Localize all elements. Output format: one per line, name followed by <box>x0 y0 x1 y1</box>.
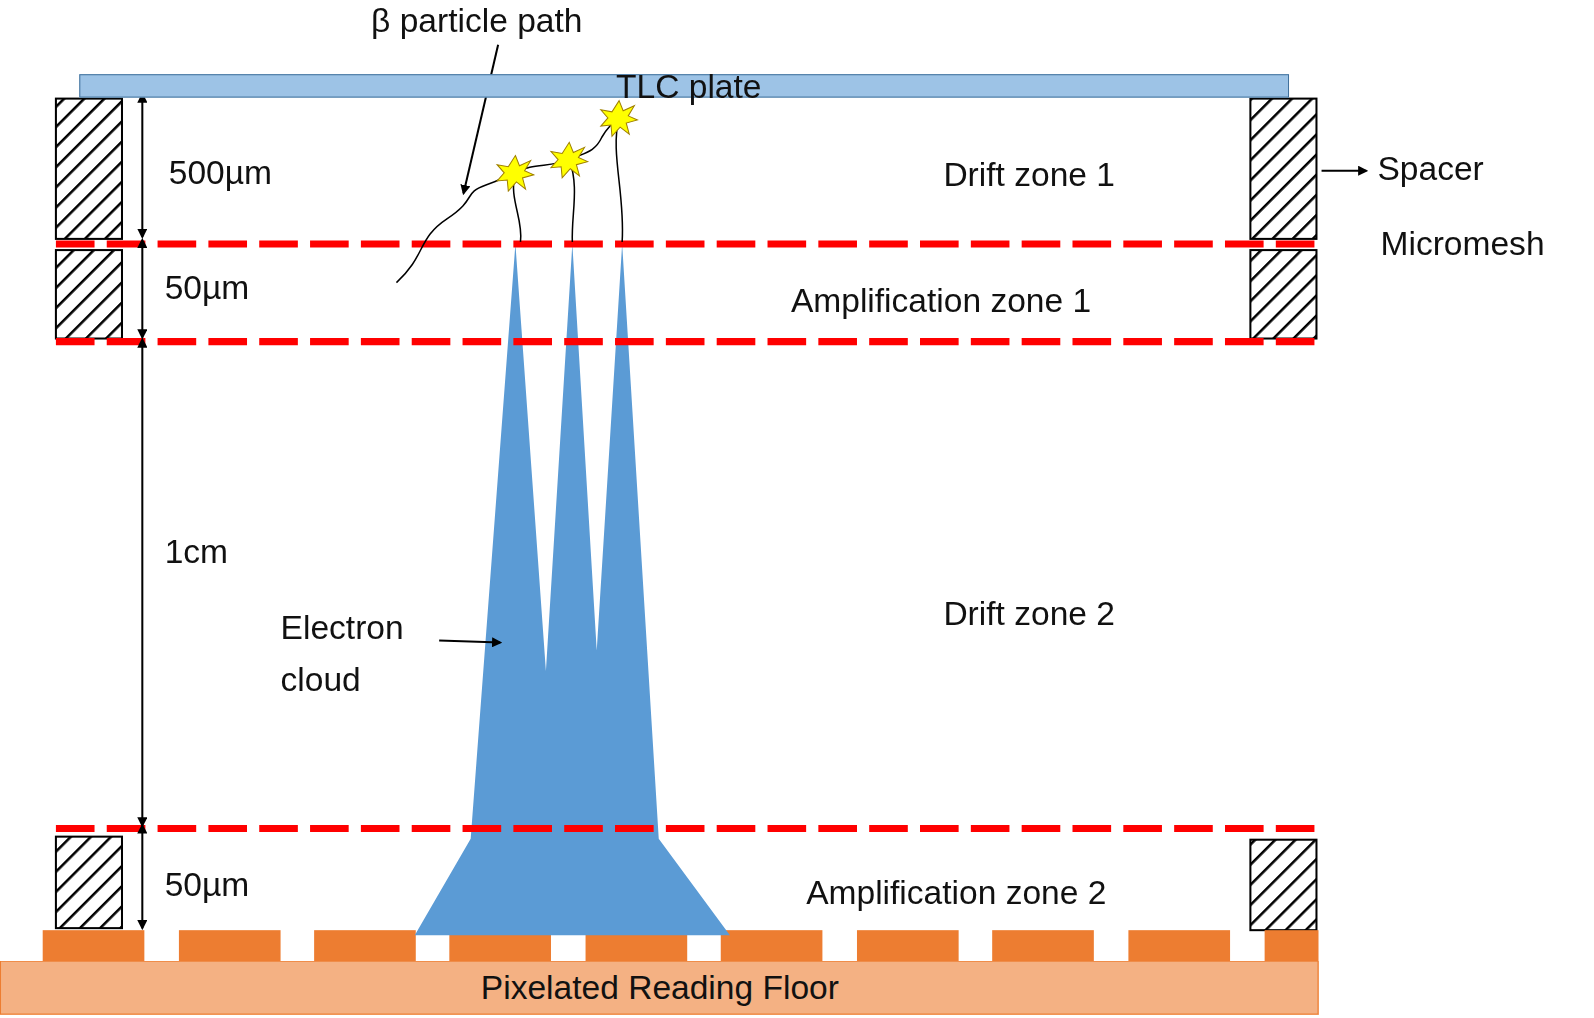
dimension-label: 1cm <box>165 532 228 572</box>
part-label: Electron cloud <box>281 602 444 706</box>
zone-label: Drift zone 2 <box>943 594 1115 634</box>
part-label: Micromesh <box>1381 224 1545 264</box>
part-label: Spacer <box>1377 148 1483 188</box>
beta-track <box>396 118 622 283</box>
pixel-pad <box>857 930 959 962</box>
zone-label: Amplification zone 2 <box>806 872 1106 912</box>
leader-line <box>439 640 500 642</box>
node-label: Pixelated Reading Floor <box>481 968 839 1008</box>
zone-label: Drift zone 1 <box>943 155 1115 195</box>
tlc-plate: TLC plate <box>79 74 1289 97</box>
dimension-label: 500µm <box>169 152 272 192</box>
pixel-pad <box>1128 930 1230 962</box>
pixel-pad <box>721 930 823 962</box>
zone-label: Amplification zone 1 <box>791 281 1091 321</box>
pixel-pad <box>179 930 281 962</box>
dimension-label: 50µm <box>165 267 250 307</box>
dimension-arrow <box>141 101 143 928</box>
ionization-star <box>497 101 637 191</box>
pixel-pad <box>43 930 145 962</box>
leader-line <box>1322 170 1367 172</box>
dimension-label: 50µm <box>165 864 250 904</box>
beta-label: β particle path <box>371 0 582 40</box>
pixel-pad <box>314 930 416 962</box>
pixel-pad <box>992 930 1094 962</box>
node-label: TLC plate <box>616 66 761 106</box>
micromesh <box>56 244 1319 829</box>
leader-line <box>464 45 499 193</box>
pixel-pad <box>1265 930 1319 962</box>
spacer <box>56 99 1317 931</box>
reading-floor: Pixelated Reading Floor <box>0 961 1319 1015</box>
